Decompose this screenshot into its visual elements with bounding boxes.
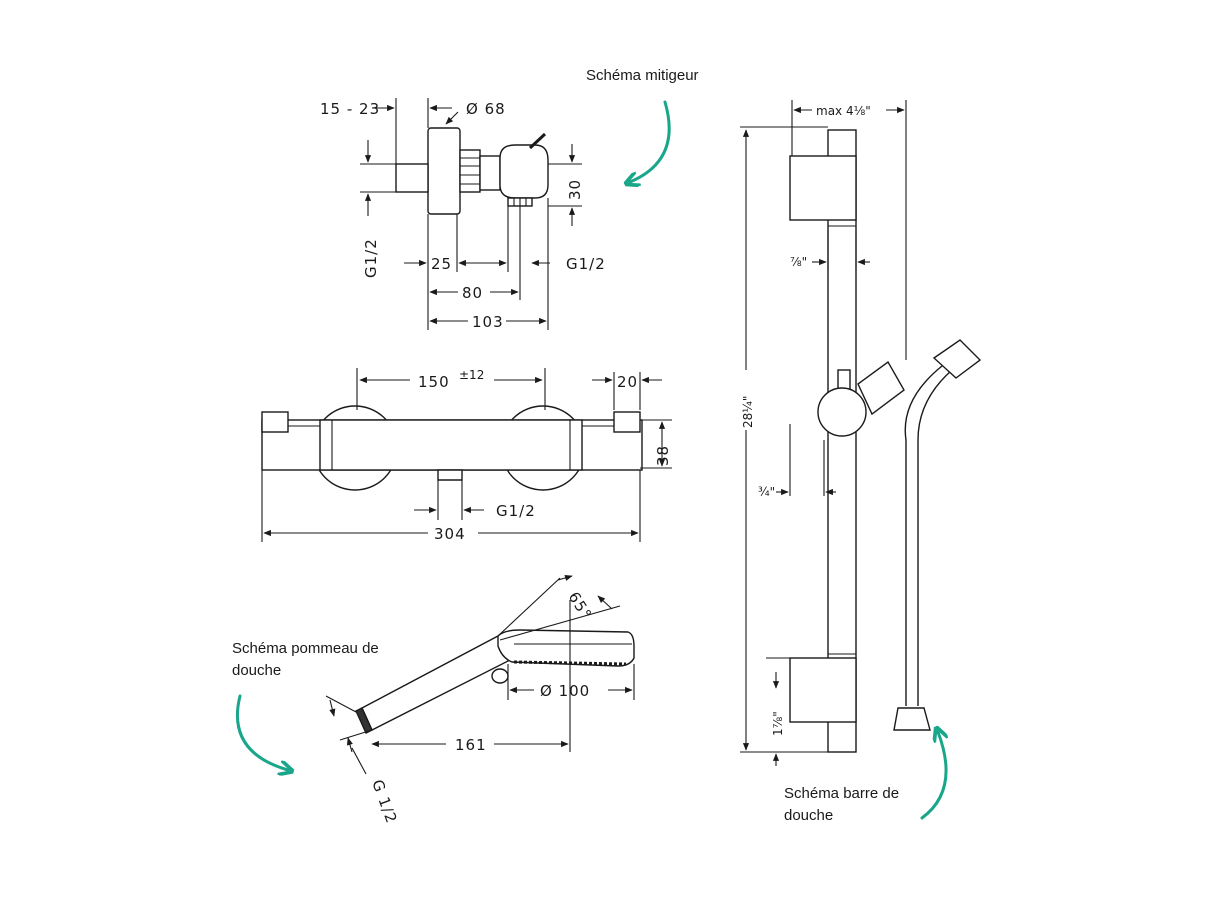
captions: Schéma mitigeur Schéma pommeau de douche… <box>232 67 946 824</box>
shower-bar-slider <box>817 387 867 437</box>
dim-depth: 38 <box>654 445 672 466</box>
shower-bar-view: max 4⅛" ⅞" 28¼" ¾" 1⅞" <box>740 100 982 766</box>
caption-shower-head-line1: Schéma pommeau de <box>232 640 379 657</box>
mixer-left-handle <box>261 411 289 433</box>
dim-head-diameter: Ø 100 <box>540 682 590 700</box>
mixer-rosette <box>427 127 461 215</box>
dim-shower-length: 161 <box>455 736 487 754</box>
dim-centres-tolerance: ±12 <box>459 368 484 382</box>
shower-head-view: 65° Ø 100 161 G 1/2 <box>325 574 635 826</box>
caption-bar-line1: Schéma barre de <box>784 785 899 802</box>
shower-bar-top-bracket <box>789 155 857 221</box>
dim-end-width: 20 <box>617 373 638 391</box>
shower-head-button <box>491 668 509 684</box>
mixer-body <box>499 144 549 199</box>
dim-slider-offset: ¾" <box>758 485 775 499</box>
shower-head-handle <box>361 635 511 731</box>
dim-bar-max-width: max 4⅛" <box>816 104 871 118</box>
dim-rosette-diameter: Ø 68 <box>466 100 506 118</box>
dim-front-outlet-thread: G1/2 <box>496 502 536 520</box>
caption-mixer: Schéma mitigeur <box>586 67 699 84</box>
dim-wall-offset: 15 - 23 <box>320 100 380 118</box>
mixer-connector <box>479 155 501 191</box>
mixer-side-view: 15 - 23 Ø 68 G1/2 30 25 G1/2 80 103 <box>320 98 606 331</box>
mixer-nut <box>459 149 481 193</box>
arrow-mixer-icon <box>630 100 671 182</box>
shower-hose-bottom-fitting <box>893 707 931 731</box>
dim-103: 103 <box>472 313 504 331</box>
mixer-inlet-stub <box>395 163 429 193</box>
dim-shower-thread: G 1/2 <box>368 777 400 826</box>
arrow-shower-bar-icon <box>920 732 946 820</box>
dim-outlet-thread: G1/2 <box>566 255 606 273</box>
dim-spray-angle: 65° <box>565 589 596 624</box>
dim-bracket-height: 1⅞" <box>771 711 785 736</box>
mixer-center-body <box>319 419 583 471</box>
dim-inlet-thread: G1/2 <box>362 238 380 278</box>
dim-bar-width: ⅞" <box>790 255 807 269</box>
dim-total-length: 304 <box>434 525 466 543</box>
dim-bar-length: 28¼" <box>741 396 755 428</box>
mixer-right-handle <box>613 411 641 433</box>
arrow-shower-head-icon <box>235 694 288 770</box>
shower-bar-holder <box>857 360 905 416</box>
shower-bar-bottom-bracket <box>789 657 857 723</box>
mixer-front-outlet <box>437 469 463 481</box>
dim-height-30: 30 <box>566 179 584 200</box>
shower-head-body <box>497 629 635 667</box>
dim-25: 25 <box>431 255 452 273</box>
dim-80: 80 <box>462 284 483 302</box>
shower-bar-rail <box>827 129 857 753</box>
dim-centres: 150 <box>418 373 450 391</box>
caption-shower-head-line2: douche <box>232 662 281 679</box>
shower-hose-top-fitting <box>932 339 982 379</box>
mixer-front-view: 150 ±12 20 38 G1/2 304 <box>261 368 672 543</box>
caption-bar-line2: douche <box>784 807 833 824</box>
